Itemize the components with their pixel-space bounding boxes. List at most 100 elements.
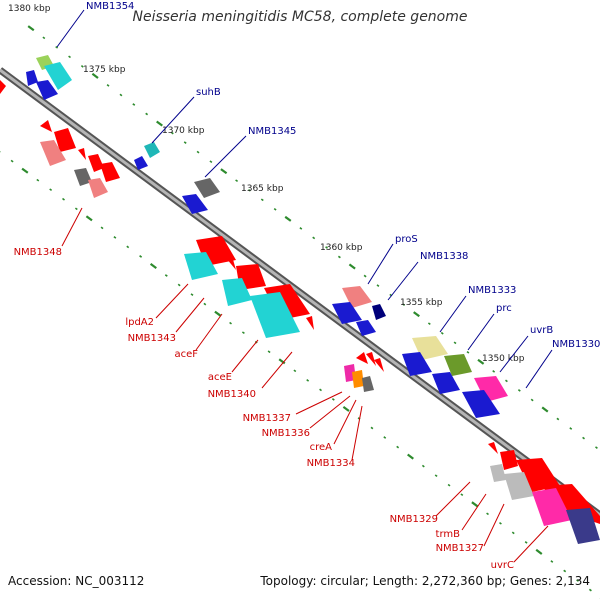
gene-block [504, 472, 534, 500]
ruler-tick [331, 398, 335, 401]
gene-label: trmB [436, 529, 461, 540]
gene-block [74, 168, 92, 186]
gene-arrow [516, 458, 560, 492]
gene-arrow [332, 302, 362, 324]
ruler-tick [396, 445, 400, 449]
gene-arrow [374, 358, 384, 372]
ruler-tick [576, 579, 579, 582]
gene-block [194, 178, 220, 198]
ruler-tick [229, 321, 232, 325]
ruler-tick [132, 103, 136, 106]
ruler-tick [492, 369, 496, 373]
ruler-tick [241, 331, 245, 335]
reverse-leader-lines [61, 207, 549, 563]
ruler-tick [421, 464, 425, 468]
gene-block [566, 508, 600, 544]
gene-block [490, 464, 506, 482]
ruler-tick [284, 215, 292, 222]
ruler-tick [156, 120, 163, 127]
gene-block [372, 304, 386, 320]
gene-block [444, 354, 472, 376]
ruler-tick [595, 446, 598, 449]
gene-arrow [432, 372, 460, 394]
ruler-tick [499, 521, 502, 525]
gene-arrow [78, 148, 86, 160]
ruler-label-1355: 1355 kbp [400, 298, 443, 308]
gene-label: NMB1348 [14, 247, 62, 258]
ruler-tick [466, 350, 470, 354]
ruler-tick [569, 427, 573, 430]
gene-block [88, 178, 108, 198]
ruler-tick [260, 198, 264, 202]
ruler-tick [325, 246, 328, 249]
gene-arrow [0, 80, 6, 94]
ruler-tick [273, 207, 277, 211]
ruler-tick [27, 25, 35, 32]
gene-block [362, 376, 374, 392]
ruler-tick [203, 302, 207, 306]
gene-arrow [462, 390, 500, 418]
ruler-tick [363, 274, 367, 278]
gene-block [250, 292, 300, 338]
gene-arrow [488, 442, 498, 454]
map-title: Neisseria meningitidis MC58, complete ge… [132, 9, 468, 25]
gene-block [184, 252, 218, 280]
ruler-tick [177, 283, 181, 287]
gene-label: aceF [174, 349, 198, 360]
ruler-tick [91, 72, 99, 79]
gene-arrow [100, 162, 120, 182]
gene-label: NMB1343 [128, 333, 176, 344]
ruler-tick [126, 245, 130, 249]
gene-label: NMB1345 [248, 126, 296, 137]
ruler-tick [563, 569, 567, 573]
ruler-tick [453, 341, 457, 345]
ruler-label-1375: 1375 kbp [83, 65, 126, 75]
gene-block [532, 488, 572, 526]
ruler-tick [550, 560, 554, 563]
ruler-tick [196, 150, 200, 154]
gene-block [352, 370, 364, 388]
ruler-tick [49, 188, 53, 192]
ruler-tick [486, 512, 489, 516]
gene-label: uvrB [530, 325, 553, 336]
ruler-label-1380: 1380 kbp [8, 4, 51, 14]
gene-label: NMB1340 [208, 389, 256, 400]
gene-arrow [134, 156, 148, 170]
gene-arrow [40, 120, 52, 132]
gene-label: NMB1338 [420, 251, 468, 262]
gene-arrow [182, 194, 208, 214]
ruler-label-1365: 1365 kbp [241, 184, 284, 194]
ruler-tick [209, 160, 213, 164]
gene-block [40, 140, 66, 166]
ruler-tick [306, 378, 310, 382]
ruler-tick [85, 215, 93, 222]
ruler-tick [477, 358, 485, 365]
ruler-tick [348, 263, 356, 270]
ruler-tick [517, 389, 521, 392]
ruler-tick [447, 483, 451, 487]
gene-arrow [54, 128, 76, 152]
gene-arrow [226, 256, 236, 270]
forward-gene-labels: NMB1354 suhB NMB1345 proS NMB1338 NMB133… [86, 1, 600, 350]
ruler-tick [267, 350, 271, 354]
ruler-tick [80, 64, 84, 68]
gene-label: NMB1333 [468, 285, 516, 296]
ruler-tick [36, 178, 40, 182]
ruler-tick [505, 379, 508, 383]
ruler-tick [21, 167, 29, 174]
gene-arrow [402, 352, 432, 376]
ruler-tick [471, 501, 479, 508]
gene-label: NMB1337 [243, 413, 291, 424]
ruler-tick [413, 311, 420, 318]
ruler-tick [235, 179, 239, 183]
ruler-label-1350: 1350 kbp [482, 354, 525, 364]
gene-block [474, 376, 508, 402]
gene-label: proS [395, 234, 418, 245]
ruler-tick [541, 406, 549, 413]
ruler-tick [62, 197, 65, 201]
gene-label: aceE [208, 372, 232, 383]
ruler-tick [106, 84, 110, 87]
gene-arrow [26, 70, 38, 86]
ruler-tick [383, 436, 387, 439]
